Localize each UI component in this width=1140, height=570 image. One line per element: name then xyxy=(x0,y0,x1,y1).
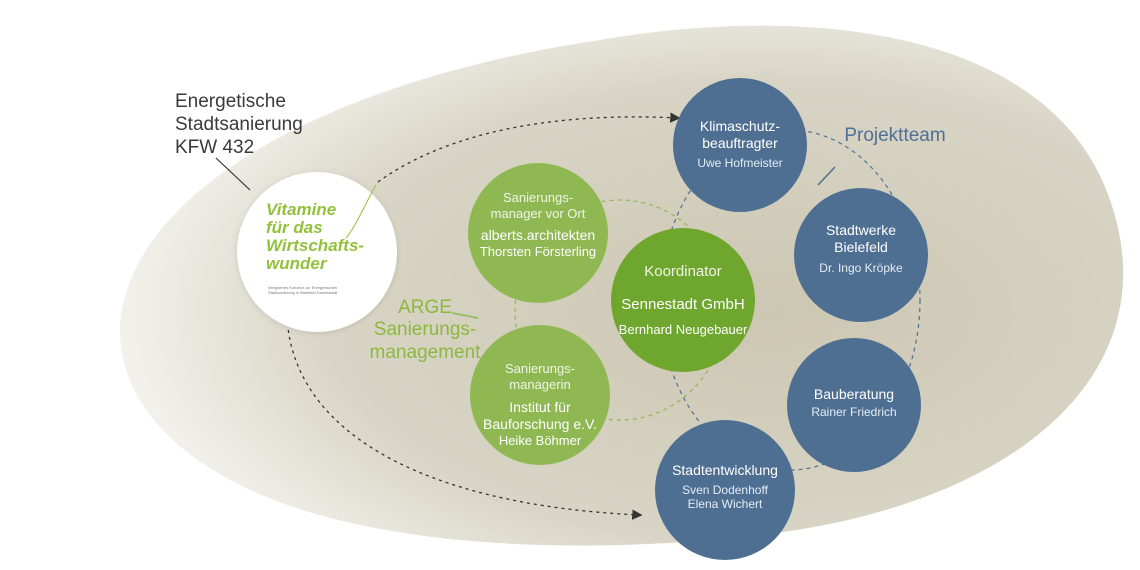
stadtwerke-org-1: Stadtwerke xyxy=(825,222,897,238)
arge-label: ARGE Sanierungs- management xyxy=(355,297,495,364)
arge-line-1: ARGE xyxy=(398,297,452,318)
arrow-to-klimaschutz xyxy=(377,112,681,183)
managerin-text: Sanierungs- managerin Institut für Baufo… xyxy=(470,361,610,448)
logo-circle xyxy=(237,172,397,332)
program-line-2: Stadtsanierung xyxy=(175,114,303,136)
logo-swoosh-icon xyxy=(345,184,377,239)
logo-fine-2: Stadtsanierung in Bielefeld-Sennestadt xyxy=(268,290,338,296)
stadtwerke-circle[interactable] xyxy=(794,188,928,322)
manager-vor-ort-circle[interactable] xyxy=(468,163,608,303)
stadtentwicklung-person-2: Elena Wichert xyxy=(687,497,763,512)
managerin-org-1: Institut für xyxy=(509,399,571,416)
program-label: Energetische Stadtsanierung KFW 432 xyxy=(175,90,375,160)
bauberatung-org: Bauberatung xyxy=(813,386,895,402)
stadtentwicklung-org: Stadtentwicklung xyxy=(672,462,778,478)
klimaschutz-text: Klimaschutz- beauftragter Uwe Hofmeister xyxy=(675,118,805,170)
bauberatung-person: Rainer Friedrich xyxy=(811,404,897,419)
klimaschutz-person: Uwe Hofmeister xyxy=(697,155,783,170)
managerin-org-2: Bauforschung e.V. xyxy=(483,415,597,432)
bauberatung-text: Bauberatung Rainer Friedrich xyxy=(789,386,919,419)
logo-title: Vitamine für das Wirtschafts- wunder xyxy=(266,201,386,272)
logo-fine-1: Integriertes Konzept zur Energetischen xyxy=(268,285,338,290)
stadtentwicklung-text: Stadtentwicklung Sven Dodenhoff Elena Wi… xyxy=(650,462,800,512)
manager-vor-ort-org: alberts.architekten xyxy=(480,227,596,244)
arge-line-3: management xyxy=(369,341,481,363)
klimaschutz-org-2: beauftragter xyxy=(702,134,778,151)
arge-leader-line xyxy=(451,312,479,319)
klimaschutz-org-1: Klimaschutz- xyxy=(699,118,781,134)
stadtentwicklung-person-1: Sven Dodenhoff xyxy=(682,482,768,497)
stadtwerke-person: Dr. Ingo Kröpke xyxy=(819,260,903,275)
bauberatung-circle[interactable] xyxy=(787,338,921,472)
klimaschutz-circle[interactable] xyxy=(673,78,807,212)
logo-line-2: für das xyxy=(266,217,323,237)
managerin-person: Heike Böhmer xyxy=(498,432,582,448)
manager-vor-ort-role-2: manager vor Ort xyxy=(490,205,586,221)
logo-fine-print: Integriertes Konzept zur Energetischen S… xyxy=(268,285,368,295)
coordinator-circle[interactable] xyxy=(611,228,755,372)
manager-vor-ort-role-1: Sanierungs- xyxy=(502,190,574,205)
manager-vor-ort-text: Sanierungs- manager vor Ort alberts.arch… xyxy=(468,190,608,260)
manager-vor-ort-person: Thorsten Försterling xyxy=(479,243,597,259)
managerin-role-1: Sanierungs- xyxy=(504,361,576,376)
managerin-role-2: managerin xyxy=(509,376,571,392)
arrow-to-stadtentwicklung xyxy=(286,315,643,520)
logo-line-1: Vitamine xyxy=(266,200,337,219)
stadtwerke-org-2: Bielefeld xyxy=(834,238,888,255)
projektteam-leader-line xyxy=(817,166,836,186)
coordinator-person: Bernhard Neugebauer xyxy=(618,322,748,337)
projektteam-label: Projektteam xyxy=(844,125,946,146)
coordinator-text: Koordinator Sennestadt GmbH Bernhard Neu… xyxy=(608,263,758,338)
stadtentwicklung-circle[interactable] xyxy=(655,420,795,560)
logo-line-4: wunder xyxy=(266,253,327,273)
program-leader-line xyxy=(215,157,251,191)
program-line-3: KFW 432 xyxy=(175,137,255,159)
stadtwerke-text: Stadtwerke Bielefeld Dr. Ingo Kröpke xyxy=(796,222,926,275)
managerin-circle[interactable] xyxy=(470,325,610,465)
coordinator-org: Sennestadt GmbH xyxy=(621,296,745,313)
coordinator-role: Koordinator xyxy=(644,263,722,280)
arge-line-2: Sanierungs- xyxy=(373,319,477,341)
program-line-1: Energetische xyxy=(175,91,286,112)
logo-line-3: Wirtschafts- xyxy=(266,235,365,255)
